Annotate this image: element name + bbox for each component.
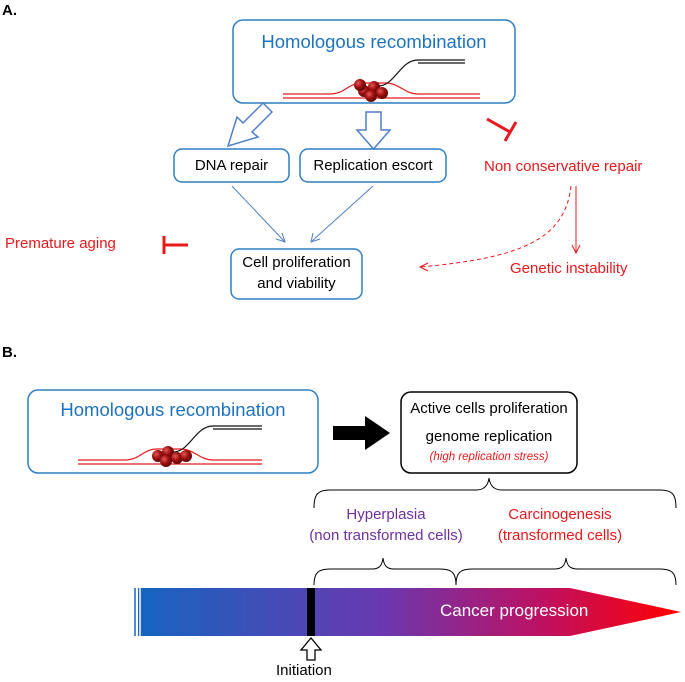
active-proliferation-box [400, 391, 578, 474]
protein-beads-b [152, 446, 192, 467]
hr-box-b [27, 389, 319, 474]
initiation-label: Initiation [276, 662, 332, 679]
replication-escort-label: Replication escort [313, 157, 433, 174]
red-arrow-genetic [571, 186, 581, 255]
protein-beads-a [354, 79, 388, 102]
genetic-instability-label: Genetic instability [510, 260, 628, 277]
hyperplasia-line2: (non transformed cells) [309, 527, 463, 544]
hr-title-b: Homologous recombination [60, 399, 286, 420]
hr-box-a [232, 19, 516, 104]
hr-title-a: Homologous recombination [261, 31, 487, 52]
active-line1: Active cells proliferation [410, 400, 568, 417]
hollow-arrow-left [226, 101, 274, 148]
cancer-progression-label: Cancer progression [440, 601, 589, 620]
hyperplasia-line1: Hyperplasia [346, 506, 426, 523]
thin-arrows-to-cell [231, 185, 374, 243]
inhibit-symbol-hr [486, 117, 518, 142]
cell-proliferation-box [230, 248, 363, 300]
inhibit-symbol-aging [162, 236, 188, 254]
black-block-arrow [333, 416, 390, 450]
panel-a-label: A. [2, 2, 17, 19]
active-line3: (high replication stress) [429, 451, 549, 463]
premature-aging-label: Premature aging [5, 235, 116, 252]
initiation-arrow [299, 636, 323, 661]
initiation-marker [307, 588, 315, 636]
dna-repair-label: DNA repair [194, 157, 269, 174]
panel-b-label: B. [2, 344, 17, 361]
replication-escort-box [299, 148, 447, 183]
dna-repair-box [173, 148, 290, 183]
hollow-arrow-down [355, 111, 392, 151]
cell-proliferation-line2: and viability [257, 275, 336, 292]
progression-bar [134, 588, 681, 636]
carcinogenesis-line2: (transformed cells) [497, 527, 623, 544]
active-line2: genome replication [425, 428, 553, 445]
non-conservative-label: Non conservative repair [484, 158, 643, 175]
brace-carcinogenesis [455, 557, 677, 586]
big-brace [313, 477, 677, 509]
carcinogenesis-line1: Carcinogenesis [508, 506, 612, 523]
cell-proliferation-line1: Cell proliferation [242, 254, 351, 271]
red-dashed-arrow [418, 185, 572, 272]
brace-hyperplasia [313, 557, 457, 586]
